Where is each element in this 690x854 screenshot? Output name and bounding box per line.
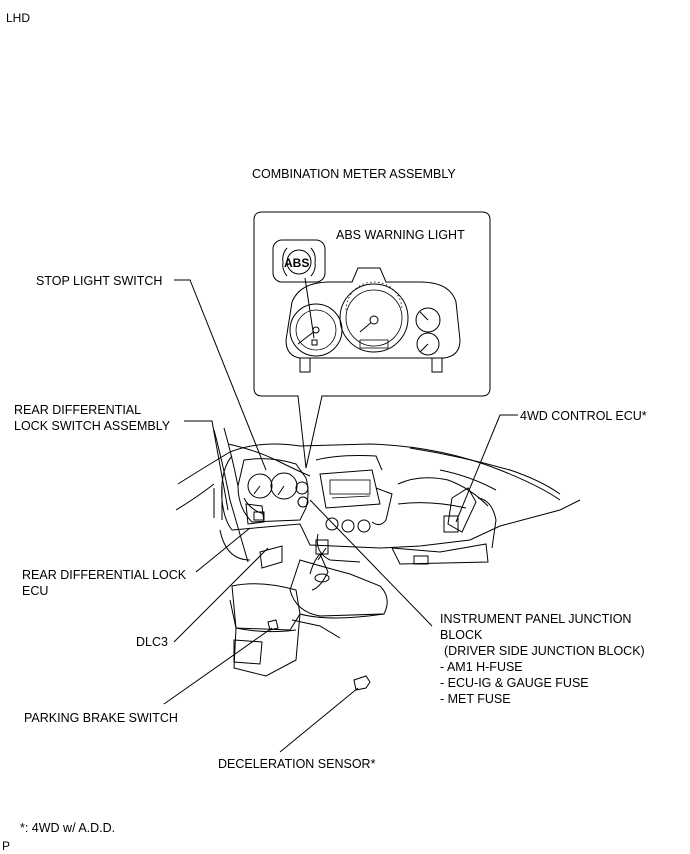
center-console-drawing bbox=[229, 545, 388, 691]
leader-dlc3 bbox=[173, 547, 269, 643]
rear-diff-lock-switch-label-line1: REAR DIFFERENTIAL bbox=[14, 403, 142, 417]
leader-lines bbox=[163, 279, 518, 753]
leader-parking-brake bbox=[163, 627, 273, 705]
abs-warning-light-label: ABS WARNING LIGHT bbox=[336, 228, 465, 242]
lhd-label: LHD bbox=[6, 11, 31, 25]
combination-meter-title: COMBINATION METER ASSEMBLY bbox=[252, 167, 456, 181]
leader-rear-diff-switch bbox=[184, 420, 229, 511]
leader-rear-diff-ecu bbox=[195, 527, 251, 573]
leader-stop-light-switch bbox=[174, 279, 267, 471]
junction-block-label-line3: (DRIVER SIDE JUNCTION BLOCK) bbox=[444, 644, 645, 658]
fuse-ecu-ig-gauge-label: - ECU-IG & GAUGE FUSE bbox=[440, 676, 589, 690]
abs-warning-symbol-icon bbox=[272, 239, 326, 283]
combination-meter-drawing bbox=[285, 267, 461, 373]
4wd-control-ecu-label: 4WD CONTROL ECU* bbox=[520, 409, 647, 423]
leader-junction-block bbox=[309, 499, 433, 627]
footnote: *: 4WD w/ A.D.D. bbox=[20, 821, 116, 835]
meter-callout-box bbox=[253, 211, 491, 469]
stop-light-switch-label: STOP LIGHT SWITCH bbox=[36, 274, 163, 288]
abs-symbol-text: ABS bbox=[284, 256, 310, 270]
rear-diff-lock-ecu-label-line2: ECU bbox=[22, 584, 49, 598]
deceleration-sensor-label: DECELERATION SENSOR* bbox=[218, 757, 376, 771]
leader-deceleration-sensor bbox=[279, 687, 359, 753]
rear-diff-lock-switch-label-line2: LOCK SWITCH ASSEMBLY bbox=[14, 419, 171, 433]
junction-block-label-line1: INSTRUMENT PANEL JUNCTION bbox=[440, 612, 632, 626]
fuse-am1-label: - AM1 H-FUSE bbox=[440, 660, 523, 674]
fuse-met-label: - MET FUSE bbox=[440, 692, 511, 706]
junction-block-label-line2: BLOCK bbox=[440, 628, 483, 642]
parking-brake-switch-label: PARKING BRAKE SWITCH bbox=[24, 711, 178, 725]
leader-4wd-control-ecu bbox=[455, 414, 518, 523]
instrument-panel-drawing bbox=[175, 427, 581, 565]
page-marker: P bbox=[2, 839, 11, 853]
rear-diff-lock-ecu-label-line1: REAR DIFFERENTIAL LOCK bbox=[22, 568, 187, 582]
dlc3-label: DLC3 bbox=[136, 635, 168, 649]
